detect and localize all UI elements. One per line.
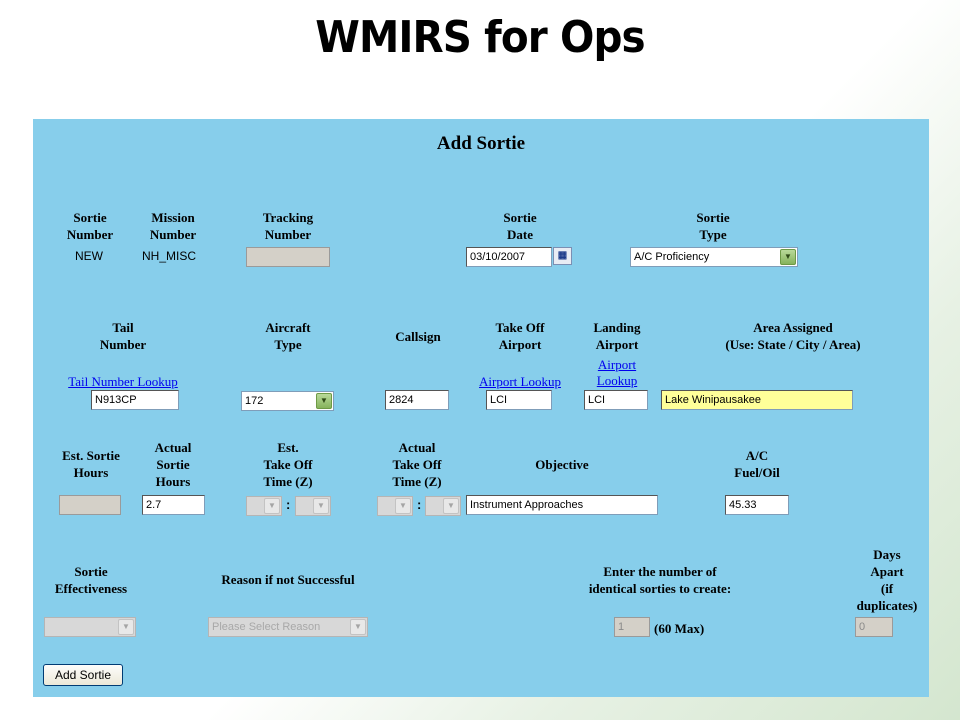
add-sortie-button[interactable]: Add Sortie bbox=[43, 664, 123, 686]
days-apart-input[interactable]: 0 bbox=[855, 617, 893, 637]
actual-takeoff-minute-select[interactable]: ▼ bbox=[425, 496, 461, 516]
area-assigned-header: Area Assigned(Use: State / City / Area) bbox=[725, 320, 861, 352]
sortie-type-value: A/C Proficiency bbox=[634, 251, 710, 263]
chevron-down-icon: ▼ bbox=[350, 619, 366, 635]
form-title: Add Sortie bbox=[436, 133, 526, 154]
slide-title: WMIRS for Ops bbox=[315, 12, 645, 63]
chevron-down-icon: ▼ bbox=[780, 249, 796, 265]
chevron-down-icon: ▼ bbox=[264, 498, 280, 514]
sortie-date-input[interactable]: 03/10/2007 bbox=[466, 247, 552, 267]
area-assigned-input[interactable]: Lake Winipausakee bbox=[661, 390, 853, 410]
chevron-down-icon: ▼ bbox=[118, 619, 134, 635]
actual-takeoff-hour-select[interactable]: ▼ bbox=[377, 496, 413, 516]
reason-value: Please Select Reason bbox=[212, 621, 321, 633]
objective-header: Objective bbox=[535, 457, 589, 472]
reason-header: Reason if not Successful bbox=[221, 572, 355, 587]
landing-airport-input[interactable]: LCI bbox=[584, 390, 648, 410]
est-takeoff-hour-select[interactable]: ▼ bbox=[246, 496, 282, 516]
chevron-down-icon: ▼ bbox=[395, 498, 411, 514]
aircraft-type-select[interactable]: 172 ▼ bbox=[241, 391, 334, 411]
callsign-header: Callsign bbox=[395, 329, 441, 344]
identical-sorties-input[interactable]: 1 bbox=[614, 617, 650, 637]
identical-max-text: (60 Max) bbox=[654, 621, 705, 636]
takeoff-airport-lookup-link[interactable]: Airport Lookup bbox=[479, 374, 561, 389]
objective-input[interactable]: Instrument Approaches bbox=[466, 495, 658, 515]
tail-number-lookup-link[interactable]: Tail Number Lookup bbox=[68, 374, 178, 389]
fuel-oil-input[interactable]: 45.33 bbox=[725, 495, 789, 515]
chevron-down-icon: ▼ bbox=[316, 393, 332, 409]
callsign-input[interactable]: 2824 bbox=[385, 390, 449, 410]
calendar-icon[interactable]: ▦ bbox=[553, 247, 572, 265]
actual-sortie-hours-input[interactable]: 2.7 bbox=[142, 495, 205, 515]
sortie-number-value: NEW bbox=[75, 249, 103, 263]
est-sortie-hours-input[interactable] bbox=[59, 495, 121, 515]
est-takeoff-minute-select[interactable]: ▼ bbox=[295, 496, 331, 516]
chevron-down-icon: ▼ bbox=[443, 498, 459, 514]
mission-number-value: NH_MISC bbox=[142, 249, 197, 263]
takeoff-airport-input[interactable]: LCI bbox=[486, 390, 552, 410]
sortie-type-select[interactable]: A/C Proficiency ▼ bbox=[630, 247, 798, 267]
sortie-effectiveness-select[interactable]: ▼ bbox=[44, 617, 136, 637]
actual-time-separator: : bbox=[417, 497, 422, 512]
aircraft-type-value: 172 bbox=[245, 395, 264, 407]
tail-number-input[interactable]: N913CP bbox=[91, 390, 179, 410]
reason-select[interactable]: Please Select Reason ▼ bbox=[208, 617, 368, 637]
est-time-separator: : bbox=[286, 497, 291, 512]
tracking-number-input[interactable] bbox=[246, 247, 330, 267]
chevron-down-icon: ▼ bbox=[313, 498, 329, 514]
